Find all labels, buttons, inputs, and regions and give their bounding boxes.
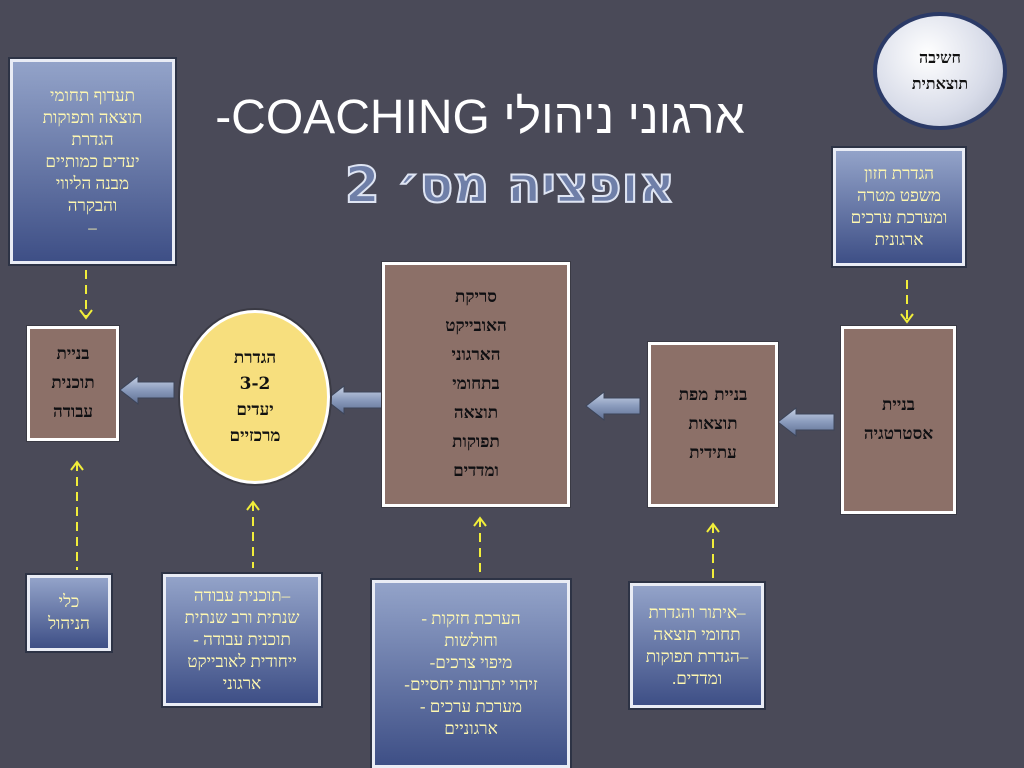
arrowhead-down-left xyxy=(79,309,93,320)
results-thinking-circle: חשיבה תוצאתית xyxy=(873,12,1007,130)
organization-scan-box: סריקת האובייקט הארגוני בתחומי תוצאה תפוק… xyxy=(382,262,570,507)
management-tools-box: כלי הניהול xyxy=(27,575,111,651)
block-arrow-scan-to-goals xyxy=(325,384,383,416)
future-results-map-box: בניית מפת תוצאות עתידית xyxy=(648,342,778,507)
block-arrow-map-to-scan xyxy=(585,390,641,422)
slide-subtitle: אופציה מס׳ 2 xyxy=(344,155,676,215)
build-strategy-box: בניית אסטרטגיה xyxy=(841,326,956,514)
arrowhead-up-scan xyxy=(473,516,487,527)
block-arrow-strategy-to-map xyxy=(777,406,835,438)
vision-definition-box: הגדרת חזון משפט מטרה ומערכת ערכים ארגוני… xyxy=(833,148,965,266)
arrowhead-down-right xyxy=(900,313,914,324)
assessment-box: הערכת חזקות - וחולשות מיפוי צרכים- זיהוי… xyxy=(372,580,570,768)
prioritization-box: תעדוף תחומי תוצאה ותפוקות הגדרת יעדים כמ… xyxy=(10,59,175,264)
key-goals-oval: הגדרת 3-2 יעדים מרכזיים xyxy=(180,310,330,484)
results-identification-box: –איתור והגדרת תחומי תוצאה –הגדרת תפוקות … xyxy=(630,583,764,708)
arrowhead-up-map xyxy=(706,522,720,533)
slide-title: ארגוני ניהולי COACHING- xyxy=(215,91,745,144)
work-plans-box: –תוכנית עבודה שנתית ורב שנתית תוכנית עבו… xyxy=(163,574,321,706)
block-arrow-goals-to-plan xyxy=(119,374,175,406)
arrowhead-up-oval xyxy=(246,500,260,511)
work-plan-box: בניית תוכנית עבודה xyxy=(27,326,119,441)
arrowhead-up-left xyxy=(70,460,84,471)
